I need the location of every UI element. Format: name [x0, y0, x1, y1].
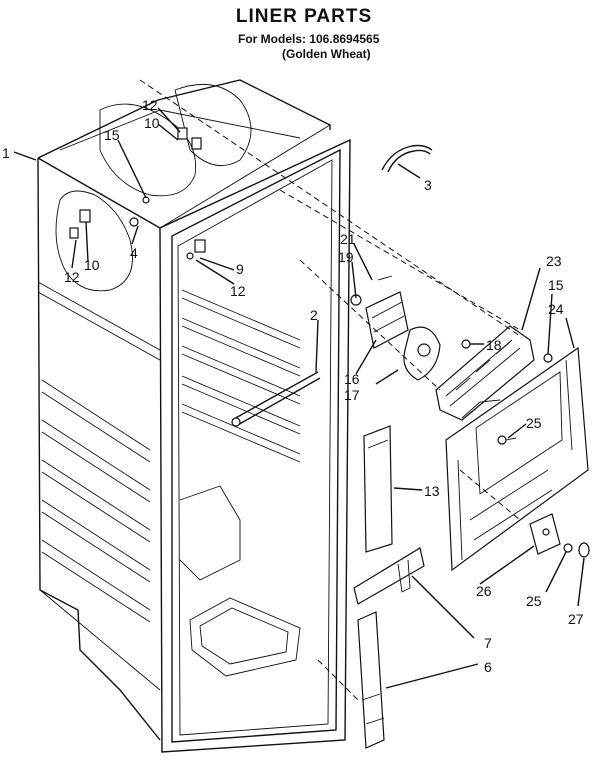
cabinet [37, 79, 351, 753]
callout-21: 21 [340, 231, 356, 247]
color-name: (Golden Wheat) [282, 47, 371, 61]
callout-25-upper: 25 [526, 415, 542, 431]
callout-10-left: 10 [84, 257, 100, 273]
callout-3: 3 [424, 177, 432, 193]
page-title: LINER PARTS [235, 6, 373, 27]
callout-4: 4 [130, 245, 138, 261]
callout-17: 17 [344, 387, 360, 403]
callout-12-top: 12 [142, 97, 158, 113]
callout-6: 6 [484, 659, 492, 675]
panel-part-24 [445, 346, 589, 572]
callout-1: 1 [2, 145, 10, 161]
callout-15-right: 15 [548, 277, 564, 293]
bar-part-2 [231, 371, 321, 427]
callout-16: 16 [344, 371, 360, 387]
model-number: For Models: 106.8694565 [238, 32, 380, 46]
baffle-part-7 [353, 547, 425, 605]
callout-9: 9 [236, 261, 244, 277]
fan-assembly [350, 275, 441, 381]
callout-10-top: 10 [144, 115, 160, 131]
tube-part-3 [381, 144, 433, 173]
callout-27: 27 [568, 611, 584, 627]
alignment-lines [139, 79, 521, 701]
callout-25-lower: 25 [526, 593, 542, 609]
callout-23: 23 [546, 253, 562, 269]
plate-part-26 [529, 513, 561, 555]
callout-labels: 1 12 10 15 4 12 10 9 12 2 3 21 19 16 17 … [2, 97, 584, 675]
callout-24: 24 [548, 301, 564, 317]
callout-13: 13 [424, 483, 440, 499]
callout-19: 19 [338, 249, 354, 265]
callout-12-left: 12 [64, 269, 80, 285]
duct-part-6 [357, 611, 385, 749]
callout-12-inner: 12 [230, 283, 246, 299]
leader-lines [13, 107, 585, 689]
callout-15-left: 15 [104, 127, 120, 143]
callout-2: 2 [310, 307, 318, 323]
fasteners-back [69, 127, 206, 260]
callout-26: 26 [476, 583, 492, 599]
screws [461, 339, 590, 558]
duct-part-13 [363, 425, 393, 553]
callout-7: 7 [484, 635, 492, 651]
callout-18: 18 [486, 337, 502, 353]
cover-part-23 [435, 325, 535, 421]
